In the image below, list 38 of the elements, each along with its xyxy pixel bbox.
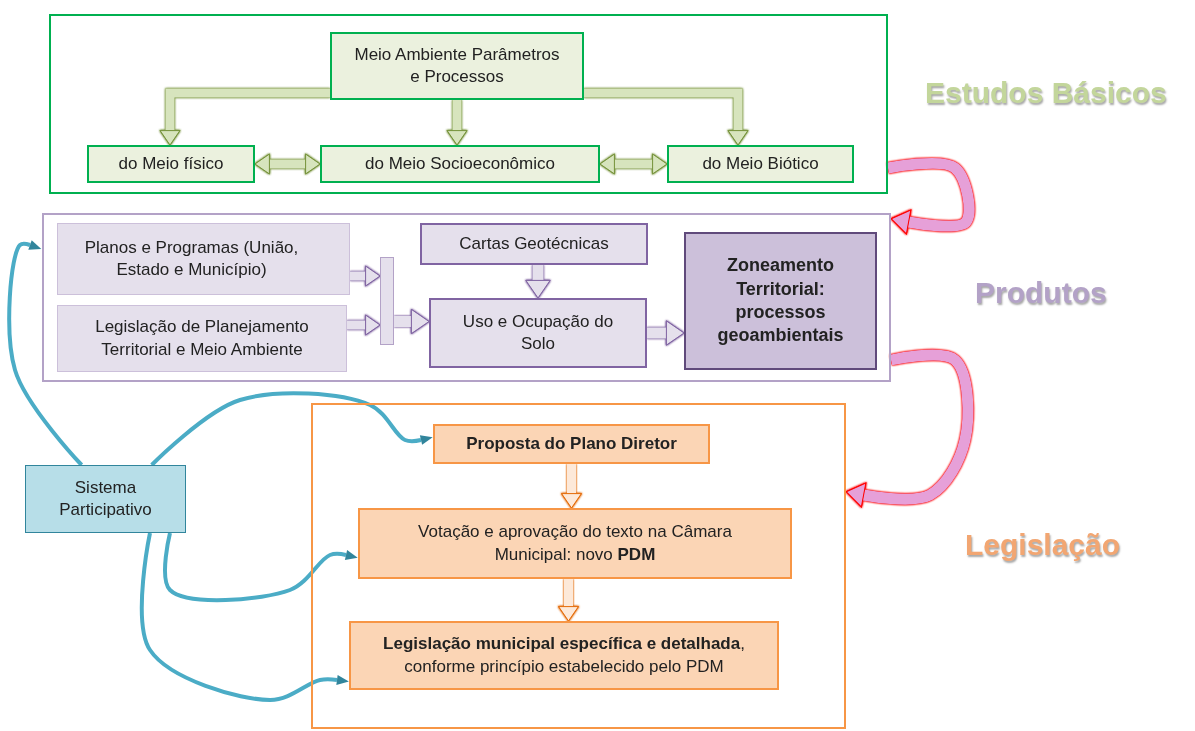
arrow [446,100,468,146]
arrow [254,153,321,175]
process-box: Uso e Ocupação do Solo [429,298,647,368]
group-frame [42,213,891,382]
process-box: do Meio Biótico [667,145,854,183]
arrow [561,464,582,509]
process-box: do Meio físico [87,145,255,183]
process-box: Legislação municipal específica e detalhada, conforme princípio estabelecido pelo PDM [349,621,779,690]
group-frame [311,403,846,729]
process-box: Meio Ambiente Parâmetros e Processos [330,32,584,100]
arrow [887,157,975,235]
arrow [525,265,551,299]
arrow [599,153,668,175]
arrow [150,391,433,467]
arrow [558,579,579,622]
section-title: Legislação [965,528,1121,562]
arrow [350,265,381,287]
process-box: Votação e aprovação do texto na Câmara Municipal: novo PDM [358,508,792,579]
arrow [647,320,685,346]
arrow [139,532,349,702]
merge-bar [380,257,394,345]
participation-box: Sistema Participativo [25,465,186,533]
arrow [845,349,974,508]
arrow [7,240,84,467]
arrow [159,88,330,146]
process-box: Legislação de Planejamento Territorial e Meio Ambiente [57,305,347,372]
group-frame [49,14,888,194]
arrow [347,314,381,336]
arrow [163,532,358,603]
section-title: Produtos [975,276,1107,310]
process-box: Planos e Programas (União, Estado e Município) [57,223,350,295]
arrow [584,88,749,146]
process-box: Zoneamento Territorial: processos geoambientais [684,232,877,370]
section-title: Estudos Básicos [925,76,1167,110]
process-box: do Meio Socioeconômico [320,145,600,183]
process-box: Cartas Geotécnicas [420,223,648,265]
process-box: Proposta do Plano Diretor [433,424,710,464]
arrow [394,308,430,335]
